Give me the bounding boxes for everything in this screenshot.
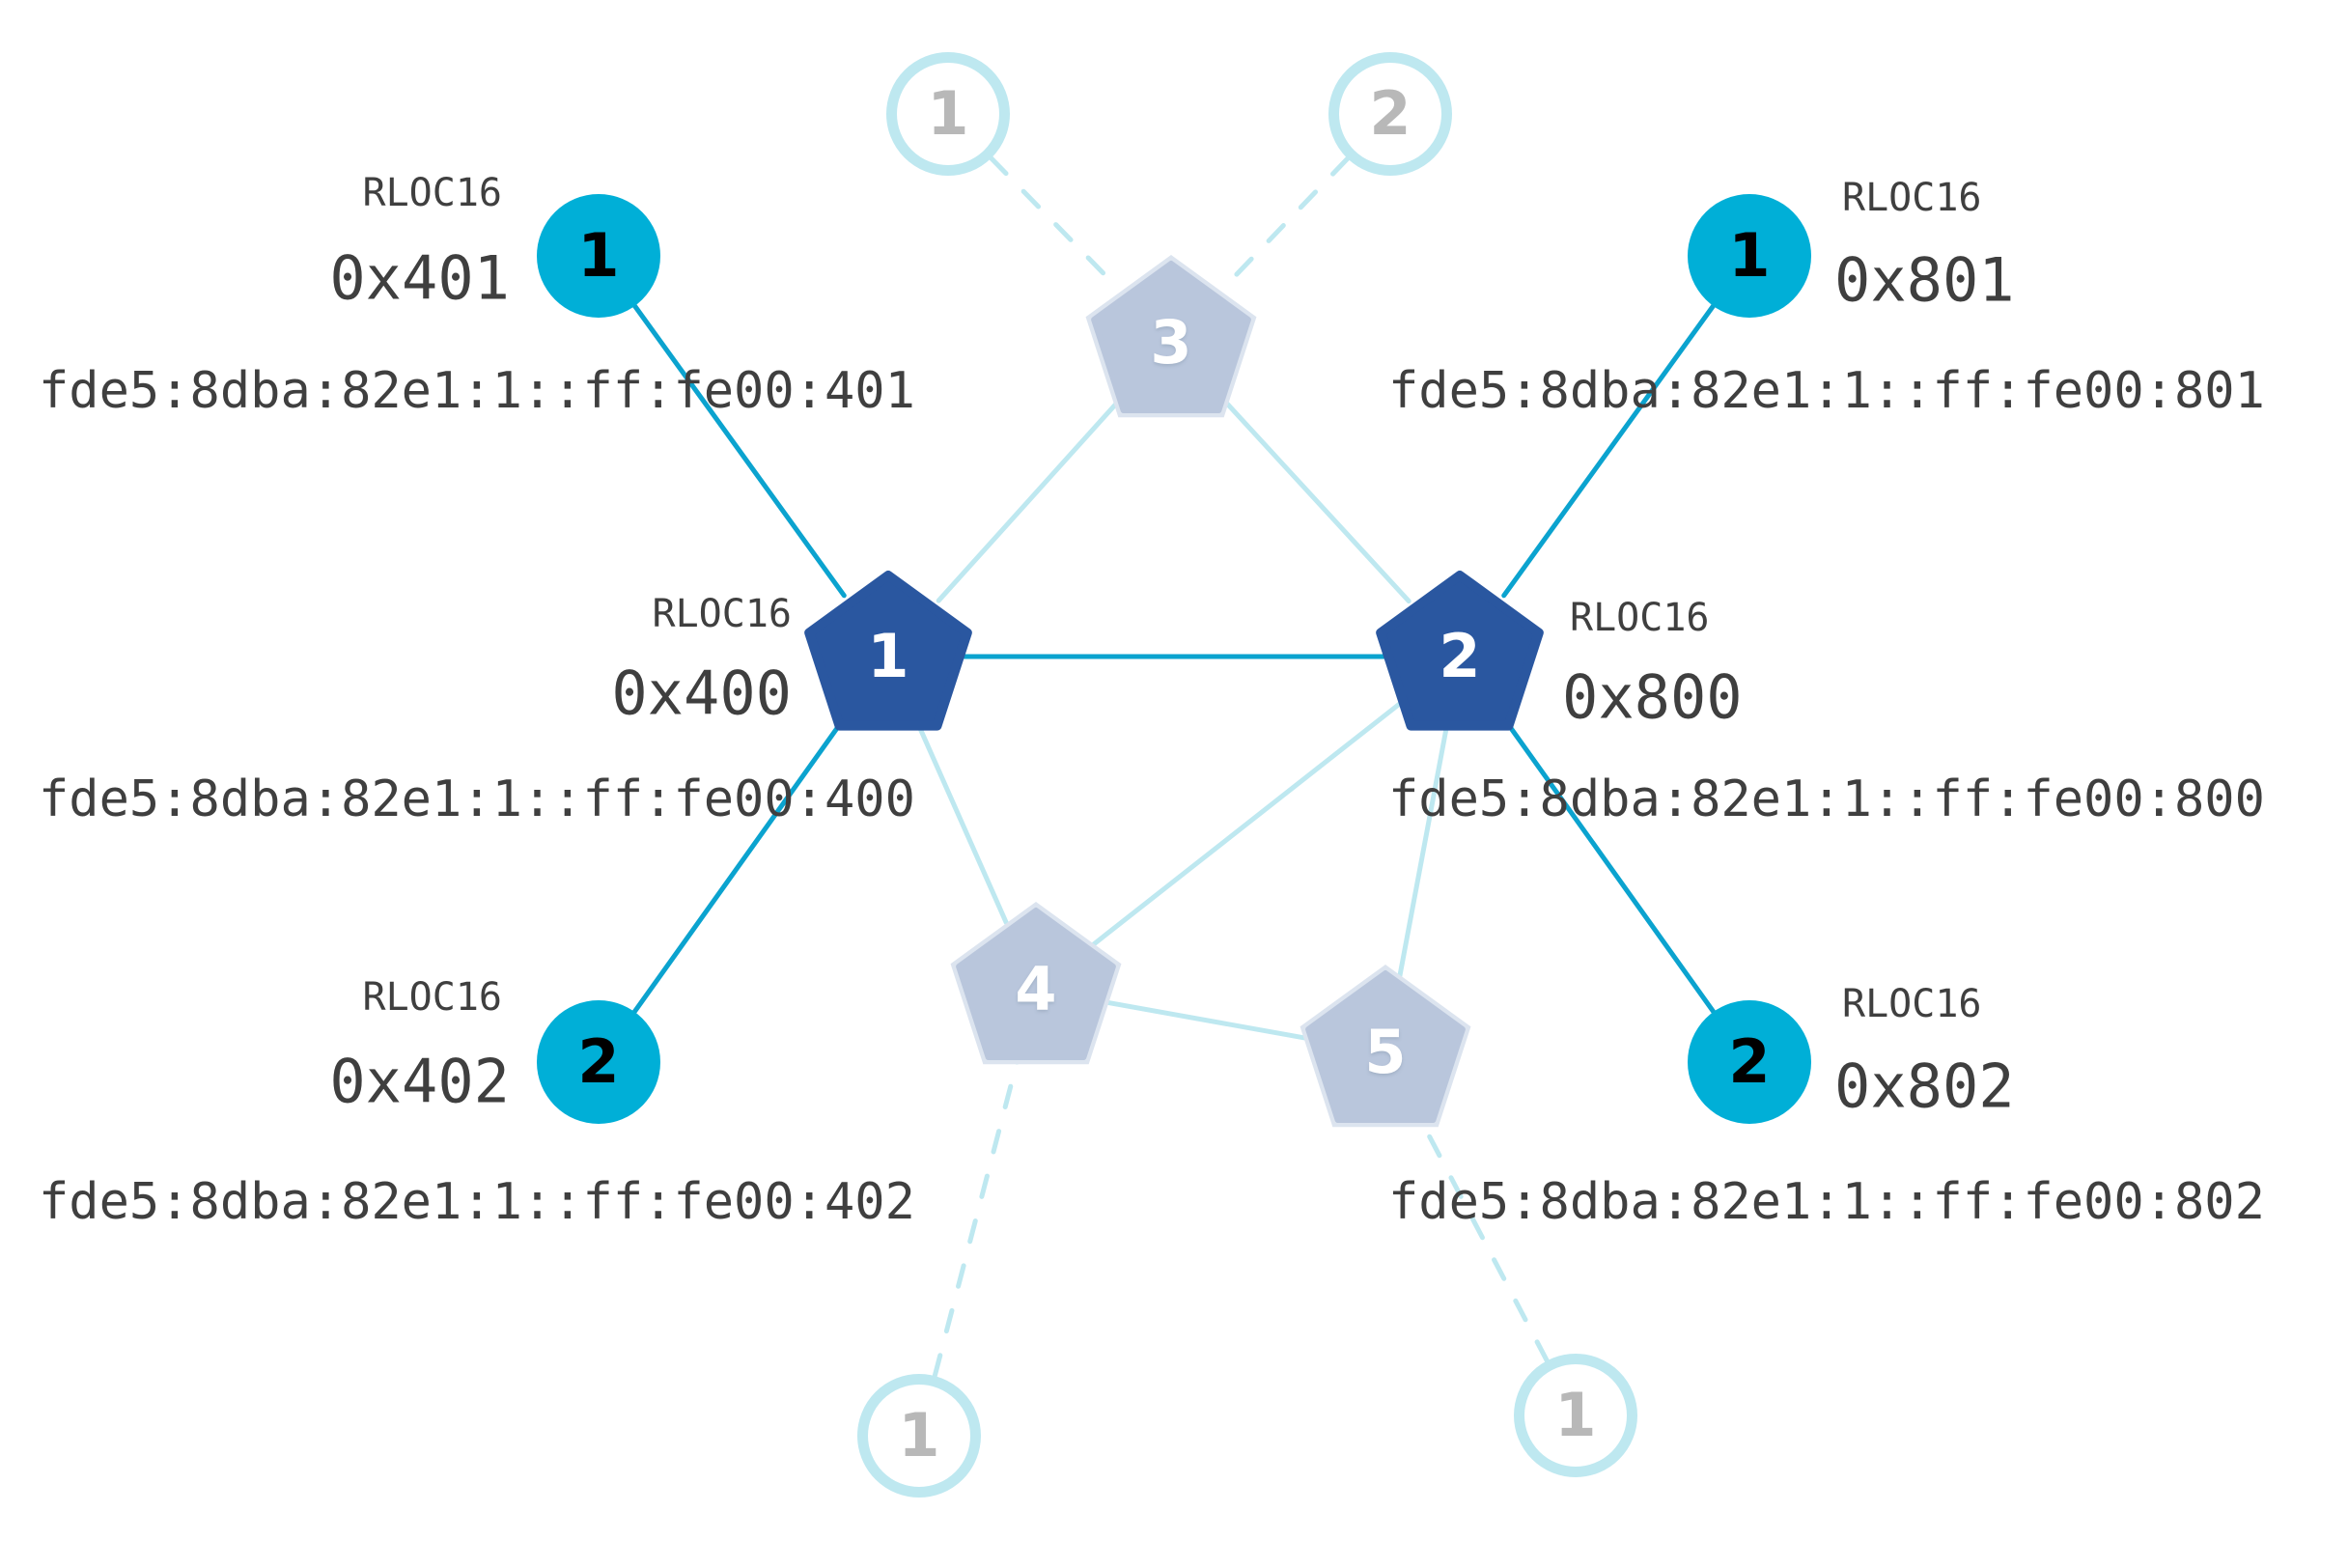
node-label: 1 <box>898 1400 940 1470</box>
label-child-401-rloc16: 0x401 <box>329 242 510 314</box>
edge-child-402-to-router-400 <box>631 714 848 1015</box>
label-router-800-rloc16: 0x800 <box>1562 661 1743 733</box>
child-node-child-401[interactable]: 1 <box>537 194 660 318</box>
pentagon-icon <box>950 902 1122 1065</box>
label-router-400-rloc16: 0x400 <box>611 658 792 729</box>
edge-ghost-top-2-to-pent-3 <box>1219 155 1351 293</box>
edge-child-801-to-router-800 <box>1501 303 1717 599</box>
router-node-router-800[interactable]: 2 <box>1363 560 1556 753</box>
edge-ghost-top-1-to-pent-3 <box>989 155 1123 294</box>
edge-child-802-to-router-800 <box>1500 714 1717 1015</box>
label-router-800-ipv6: fde5:8dba:82e1:1::ff:fe00:800 <box>1388 770 2265 828</box>
label-child-401-caption: RLOC16 <box>362 171 503 215</box>
label-child-801-caption: RLOC16 <box>1842 176 1982 220</box>
edge-router-400-to-pent-3 <box>936 394 1125 603</box>
edge-router-800-to-pent-4 <box>1091 700 1404 947</box>
ghost-router-node-pent-4[interactable]: 4 <box>941 895 1131 1084</box>
router-node-router-400[interactable]: 1 <box>792 560 985 753</box>
ghost-child-node-ghost-top-2[interactable]: 2 <box>1328 52 1452 176</box>
edge-ghost-bottom-2-to-pent-5 <box>1416 1114 1550 1363</box>
pentagon-icon <box>804 571 972 731</box>
label-router-400-caption: RLOC16 <box>652 592 793 636</box>
ghost-router-node-pent-5[interactable]: 5 <box>1291 958 1480 1147</box>
node-label: 2 <box>577 1026 620 1097</box>
node-label: 1 <box>927 78 969 149</box>
pentagon-icon <box>1300 965 1471 1128</box>
label-child-802-rloc16: 0x802 <box>1834 1050 2015 1122</box>
label-child-802-caption: RLOC16 <box>1842 982 1982 1026</box>
label-child-402-rloc16: 0x402 <box>329 1046 510 1117</box>
edge-router-800-to-pent-5 <box>1396 728 1449 983</box>
node-label: 2 <box>1369 78 1412 149</box>
pentagon-icon <box>1085 255 1257 418</box>
child-node-child-802[interactable]: 2 <box>1688 1000 1811 1124</box>
pentagon-icon <box>1376 571 1544 731</box>
node-label: 1 <box>577 220 620 291</box>
label-child-801-ipv6: fde5:8dba:82e1:1::ff:fe00:801 <box>1388 362 2265 420</box>
node-label: 2 <box>1728 1026 1771 1097</box>
label-router-800-caption: RLOC16 <box>1570 596 1710 640</box>
label-child-401-ipv6: fde5:8dba:82e1:1::ff:fe00:401 <box>39 362 915 420</box>
label-router-400-ipv6: fde5:8dba:82e1:1::ff:fe00:400 <box>39 770 915 828</box>
label-child-402-ipv6: fde5:8dba:82e1:1::ff:fe00:402 <box>39 1173 915 1231</box>
ghost-child-node-ghost-bottom-2[interactable]: 1 <box>1514 1354 1637 1477</box>
edge-router-800-to-pent-3 <box>1217 394 1412 604</box>
edge-router-400-to-pent-4 <box>916 722 1009 926</box>
edge-child-401-to-router-400 <box>631 303 847 599</box>
child-node-child-801[interactable]: 1 <box>1688 194 1811 318</box>
edge-pent-4-to-pent-5 <box>1105 999 1316 1043</box>
label-child-402-caption: RLOC16 <box>362 975 503 1020</box>
label-child-801-rloc16: 0x801 <box>1834 244 2015 316</box>
child-node-child-402[interactable]: 2 <box>537 1000 660 1124</box>
node-label: 1 <box>1554 1380 1597 1450</box>
node-label: 1 <box>1728 220 1771 291</box>
label-child-802-ipv6: fde5:8dba:82e1:1::ff:fe00:802 <box>1388 1173 2265 1231</box>
ghost-router-node-pent-3[interactable]: 3 <box>1076 248 1266 437</box>
ghost-child-node-ghost-top-1[interactable]: 1 <box>886 52 1010 176</box>
edge-ghost-bottom-1-to-pent-4 <box>932 1058 1020 1379</box>
ghost-child-node-ghost-bottom-1[interactable]: 1 <box>857 1374 981 1498</box>
